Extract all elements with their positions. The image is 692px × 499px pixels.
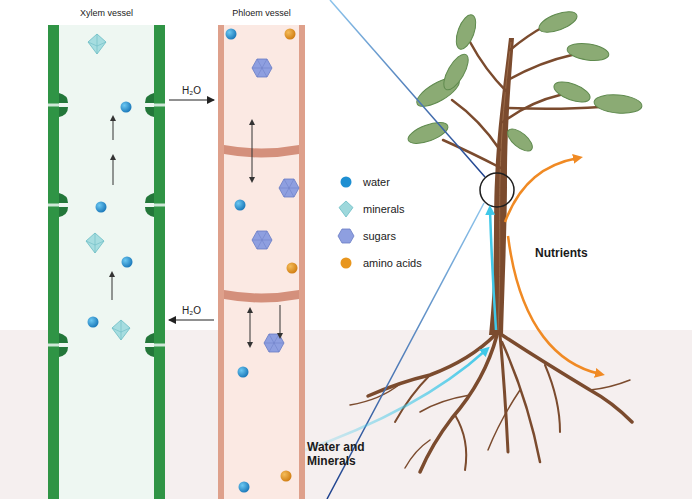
legend-text: minerals <box>363 203 405 215</box>
legend-entry: water <box>337 173 390 191</box>
flow-label: Water and Minerals <box>307 440 382 468</box>
legend-swatch <box>337 173 355 191</box>
vessel-heading: Phloem vessel <box>184 8 339 18</box>
pit-bump <box>145 333 154 343</box>
pit-gap <box>48 204 59 207</box>
stem <box>489 38 514 335</box>
transfer-arrow <box>169 100 214 101</box>
legend-text: amino acids <box>363 257 422 269</box>
edge-label: H₂O <box>182 305 201 316</box>
roots <box>350 335 632 472</box>
pit-gap <box>48 344 59 347</box>
sieve-plates <box>224 145 299 303</box>
legend-symbol <box>338 229 354 243</box>
legend-entry: sugars <box>337 227 396 245</box>
nutrient-flow-arrow <box>505 158 578 222</box>
legend-symbol <box>339 201 353 217</box>
zoom-circle <box>480 173 514 207</box>
legend-swatch <box>337 227 355 245</box>
legend-symbol <box>341 258 352 269</box>
pit-bump <box>59 347 68 357</box>
legend-symbol <box>341 177 352 188</box>
legend-entry: minerals <box>337 200 405 218</box>
pit-bump <box>145 107 154 117</box>
pit-bump <box>59 333 68 343</box>
legend-entry: amino acids <box>337 254 422 272</box>
nutrient-flow-arrow <box>508 236 600 374</box>
zoom-line <box>330 0 485 177</box>
pit-bump <box>145 347 154 357</box>
pit-bump <box>59 93 68 103</box>
pit-bump <box>145 207 154 217</box>
phloem-contents <box>226 29 300 493</box>
pit-bump <box>59 207 68 217</box>
flow-label: Nutrients <box>535 246 625 260</box>
vessel-heading: Xylem vessel <box>19 8 194 18</box>
legend-swatch <box>337 200 355 218</box>
xylem-vessel: Xylem vessel <box>48 25 165 499</box>
pit-gap <box>154 204 165 207</box>
phloem-vessel: Phloem vessel <box>218 25 305 499</box>
pit-bump <box>145 93 154 103</box>
zoom-line <box>327 203 484 499</box>
water-flow-arrow <box>490 210 496 330</box>
transfer-arrow <box>169 320 214 321</box>
legend-text: water <box>363 176 390 188</box>
pit-gap <box>154 104 165 107</box>
pit-gap <box>154 344 165 347</box>
edge-label: H₂O <box>182 85 201 96</box>
pit-bump <box>59 193 68 203</box>
pit-gap <box>48 104 59 107</box>
pit-bump <box>59 107 68 117</box>
xylem-contents <box>86 34 133 340</box>
water-flow-arrow <box>300 350 486 452</box>
leaves <box>406 8 643 155</box>
pit-bump <box>145 193 154 203</box>
xylem-pits <box>48 93 165 357</box>
legend-text: sugars <box>363 230 396 242</box>
legend-swatch <box>337 254 355 272</box>
